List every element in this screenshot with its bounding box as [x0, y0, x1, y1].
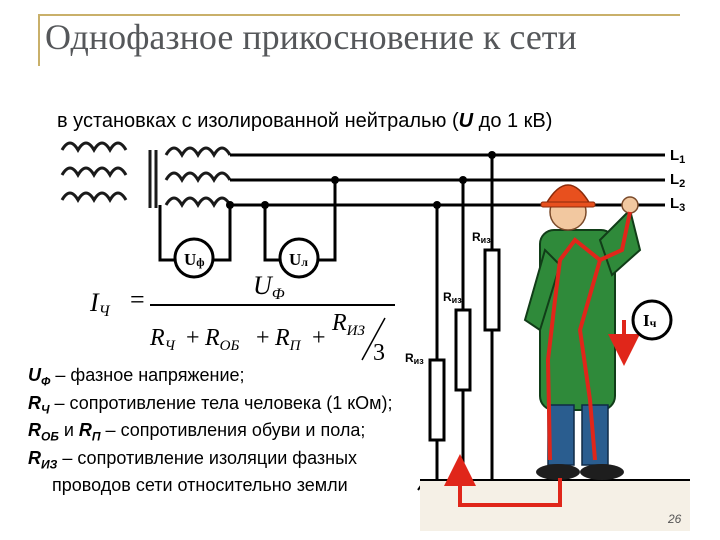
label-l3: L3: [670, 195, 685, 214]
frame-left-line: [38, 14, 40, 66]
subtitle-prefix: в установках с изолированной нейтралью (: [57, 110, 459, 132]
lower-arm: [523, 248, 562, 332]
formula-plus-2: +: [256, 325, 270, 351]
formula-plus-3: +: [312, 325, 326, 351]
formula-numerator: UФ: [253, 271, 285, 303]
formula-fraction-numerator: RИЗ: [331, 310, 366, 339]
page-number: 26: [668, 512, 682, 526]
shoe-left: [536, 464, 580, 480]
legend-item: RОБ и RП – сопротивления обуви и пола;: [28, 420, 366, 444]
legend-item: RИЗ – сопротивление изоляции фазных пров…: [28, 447, 358, 496]
transformer: [60, 141, 232, 209]
slide-subtitle: в установках с изолированной нейтралью (…: [57, 110, 552, 133]
voltmeter-circuits: [158, 180, 337, 262]
r-iz-label-2: Rиз: [443, 290, 462, 305]
frame-top-line: [38, 14, 680, 16]
legend-item: UФ – фазное напряжение;: [28, 365, 245, 389]
svg-text:Iч: Iч: [643, 311, 657, 330]
formula-den-term-2: RОБ: [204, 325, 240, 354]
formula-den-term-3: RП: [274, 325, 302, 354]
helmet-brim: [540, 201, 596, 208]
subtitle-symbol: U: [458, 110, 474, 132]
primary-coil-1: [60, 141, 128, 154]
line-voltmeter: Uл: [278, 237, 320, 279]
current-arrow-ground: [444, 454, 562, 507]
insulation-resistors: [428, 155, 501, 480]
phase-wires: [230, 153, 665, 207]
hand-on-wire: [621, 196, 639, 214]
secondary-coil-3: [164, 196, 232, 209]
legend-item: RЧ – сопротивление тела человека (1 кОм)…: [28, 392, 393, 417]
pants-left: [547, 404, 575, 466]
label-l2: L2: [670, 171, 685, 190]
current-path-body: [545, 211, 632, 461]
formula: IЧ = UФ RЧ + RОБ + RП + RИЗ 3: [89, 271, 395, 366]
label-l1: L1: [670, 147, 685, 166]
person-figure: [523, 184, 642, 480]
formula-equals: =: [130, 285, 145, 314]
legend: UФ – фазное напряжение; RЧ – сопротивлен…: [28, 365, 423, 496]
phase-voltmeter-wires: [158, 205, 232, 262]
subtitle-suffix: до 1 кВ): [473, 110, 553, 132]
raised-arm: [598, 208, 642, 277]
svg-text:Uл: Uл: [289, 250, 308, 269]
primary-coil-2: [60, 166, 128, 179]
formula-lhs: IЧ: [89, 288, 111, 320]
slide-title: Однофазное прикосновение к сети: [45, 17, 577, 57]
line-voltmeter-wires: [263, 180, 337, 262]
phase-voltmeter: Uф: [173, 237, 215, 279]
ammeter: Iч: [631, 299, 673, 341]
r-iz-label-1: Rиз: [472, 230, 491, 245]
svg-text:Uф: Uф: [184, 250, 205, 269]
r-iz-label-3: Rиз: [405, 351, 424, 366]
shoe-right: [580, 464, 624, 480]
secondary-coil-2: [164, 171, 232, 184]
primary-coil-3: [60, 191, 128, 204]
secondary-coil-1: [164, 146, 232, 159]
helmet: [544, 184, 592, 205]
formula-plus-1: +: [186, 325, 200, 351]
formula-slash: [361, 317, 386, 361]
formula-fraction-denominator: 3: [373, 340, 385, 366]
formula-den-term-1: RЧ: [149, 325, 177, 354]
